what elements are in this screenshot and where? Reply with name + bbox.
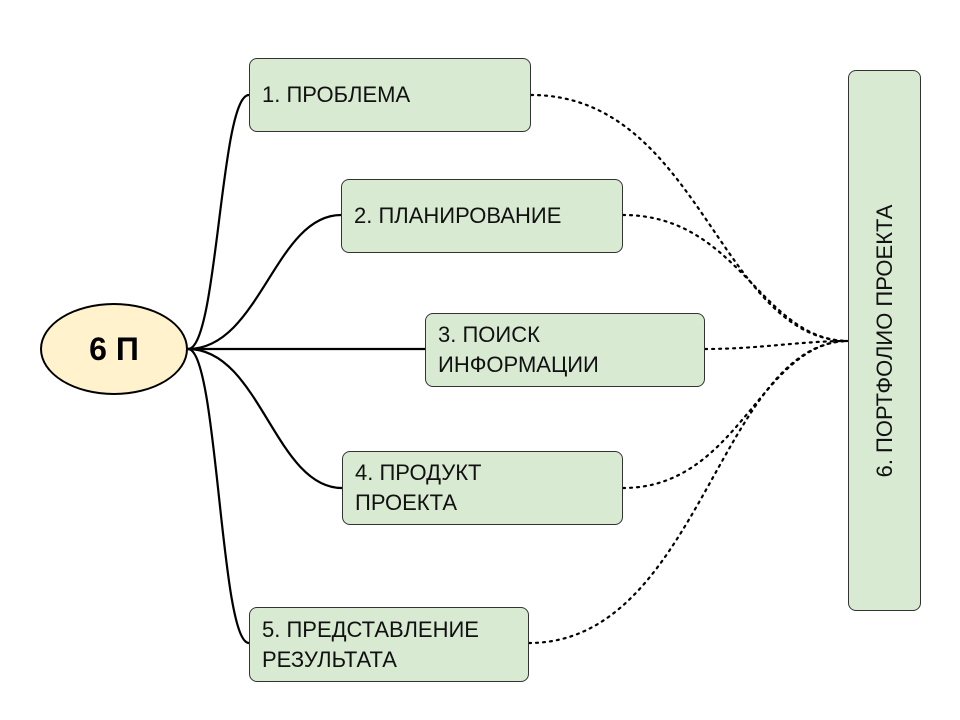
step-box-1: 1. ПРОБЛЕМА bbox=[249, 58, 531, 132]
dotted-link-3 bbox=[703, 339, 850, 351]
step-box-2: 2. ПЛАНИРОВАНИЕ bbox=[341, 179, 623, 253]
branch-line-2 bbox=[187, 213, 342, 351]
dotted-link-1 bbox=[529, 93, 850, 343]
step-label: 2. ПЛАНИРОВАНИЕ bbox=[354, 203, 562, 228]
center-label: 6 П bbox=[89, 330, 139, 367]
branch-line-1 bbox=[187, 93, 250, 351]
step-label: 1. ПРОБЛЕМА bbox=[262, 82, 411, 107]
step-label: 4. ПРОДУКТ ПРОЕКТА bbox=[355, 460, 482, 515]
portfolio-box: 6. ПОРТФОЛИО ПРОЕКТА bbox=[848, 70, 921, 611]
step-box-5: 5. ПРЕДСТАВЛЕНИЕ РЕЗУЛЬТАТА bbox=[249, 607, 529, 682]
step-box-4: 4. ПРОДУКТ ПРОЕКТА bbox=[342, 451, 623, 525]
step-label: 5. ПРЕДСТАВЛЕНИЕ РЕЗУЛЬТАТА bbox=[262, 616, 479, 672]
portfolio-label: 6. ПОРТФОЛИО ПРОЕКТА bbox=[871, 204, 897, 477]
step-box-3: 3. ПОИСК ИНФОРМАЦИИ bbox=[425, 313, 705, 387]
branch-line-4 bbox=[187, 347, 343, 490]
branch-line-5 bbox=[187, 347, 250, 645]
dotted-link-2 bbox=[621, 213, 850, 343]
center-node: 6 П bbox=[40, 303, 188, 395]
step-label: 3. ПОИСК ИНФОРМАЦИИ bbox=[438, 322, 599, 377]
